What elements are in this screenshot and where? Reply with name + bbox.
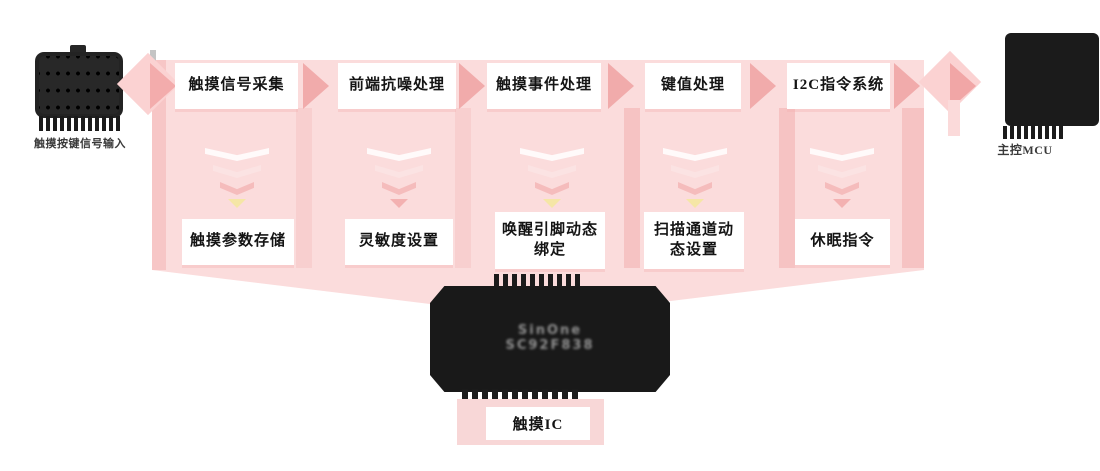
- column-separator: [902, 108, 924, 268]
- mcu-chip-icon: [1005, 33, 1099, 126]
- input-caption: 触摸按键信号输入: [34, 138, 126, 150]
- bottom-node-sensitivity-setting: 灵敏度设置: [345, 219, 453, 265]
- top-node-i2c-system: I2C指令系统: [787, 63, 890, 109]
- down-arrow-icon: [663, 148, 727, 208]
- down-arrow-icon: [367, 148, 431, 208]
- top-node-noise-processing: 前端抗噪处理: [338, 63, 456, 109]
- output-caption: 主控MCU: [997, 143, 1053, 157]
- arrow-right-icon: [750, 63, 776, 109]
- keypad-connector-tab: [70, 45, 86, 55]
- arrow-right-icon: [894, 63, 920, 109]
- chip-top-pins-icon: [494, 274, 580, 288]
- touch-ic-label-box: 触摸IC: [486, 407, 590, 440]
- down-arrow-icon: [810, 148, 874, 208]
- column-separator: [455, 108, 471, 268]
- column-separator: [296, 108, 312, 268]
- down-arrow-icon: [520, 148, 584, 208]
- bottom-node-scan-channel-setting: 扫描通道动态设置: [644, 212, 744, 269]
- ic-chip-icon: SinOne SC92F838: [430, 286, 670, 392]
- arrow-right-icon: [303, 63, 329, 109]
- keypad-pins-icon: [39, 116, 120, 131]
- chip-marking-line1: SinOne: [517, 323, 583, 339]
- top-node-event-processing: 触摸事件处理: [487, 63, 601, 109]
- down-arrow-icon: [205, 148, 269, 208]
- mcu-pins-icon: [1003, 126, 1063, 139]
- arrow-right-icon: [150, 63, 176, 109]
- flow-band-left-edge: [152, 60, 166, 270]
- chip-bottom-pins-icon: [462, 389, 578, 403]
- chip-marking-line2: SC92F838: [505, 338, 595, 353]
- top-node-keyvalue-processing: 键值处理: [645, 63, 741, 109]
- column-separator: [624, 108, 640, 268]
- connector-line: [948, 100, 960, 136]
- arrow-right-icon: [608, 63, 634, 109]
- touch-keypad-icon: [35, 52, 123, 118]
- arrow-right-icon: [459, 63, 485, 109]
- bottom-node-wakeup-pin-binding: 唤醒引脚动态绑定: [495, 212, 605, 269]
- bottom-node-sleep-command: 休眠指令: [795, 219, 890, 265]
- column-separator: [779, 108, 795, 268]
- top-node-signal-acquisition: 触摸信号采集: [175, 63, 298, 109]
- bottom-node-parameter-storage: 触摸参数存储: [182, 219, 294, 265]
